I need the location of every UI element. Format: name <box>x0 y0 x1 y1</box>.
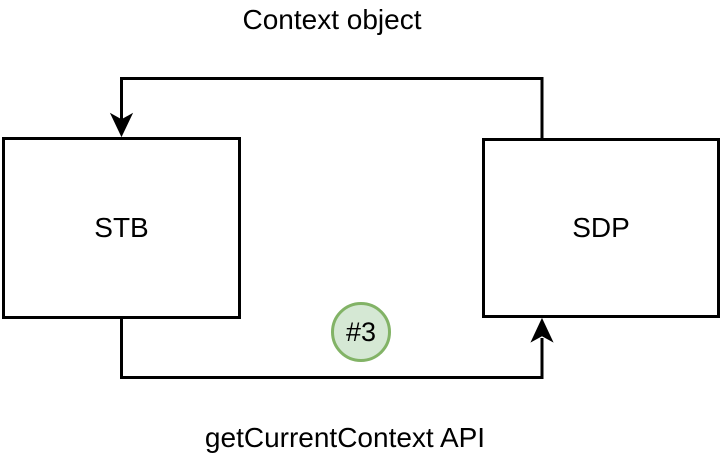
edge-label-context-object: Context object <box>242 4 422 35</box>
step-badge: #3 <box>331 302 391 362</box>
edge-label-getcurrentcontext-api: getCurrentContext API <box>204 422 486 453</box>
edge-getcurrentcontext-path <box>120 318 544 379</box>
arrowhead-up-icon <box>530 317 554 343</box>
node-stb: STB <box>2 137 241 319</box>
edge-context-object <box>109 77 544 139</box>
node-sdp-label: SDP <box>572 212 630 243</box>
edge-getcurrentcontext <box>120 317 554 379</box>
node-sdp: SDP <box>482 138 720 318</box>
arrowhead-down-icon <box>109 112 134 138</box>
edge-context-object-path <box>120 77 544 139</box>
node-stb-label: STB <box>94 212 149 243</box>
step-badge-label: #3 <box>345 316 377 347</box>
